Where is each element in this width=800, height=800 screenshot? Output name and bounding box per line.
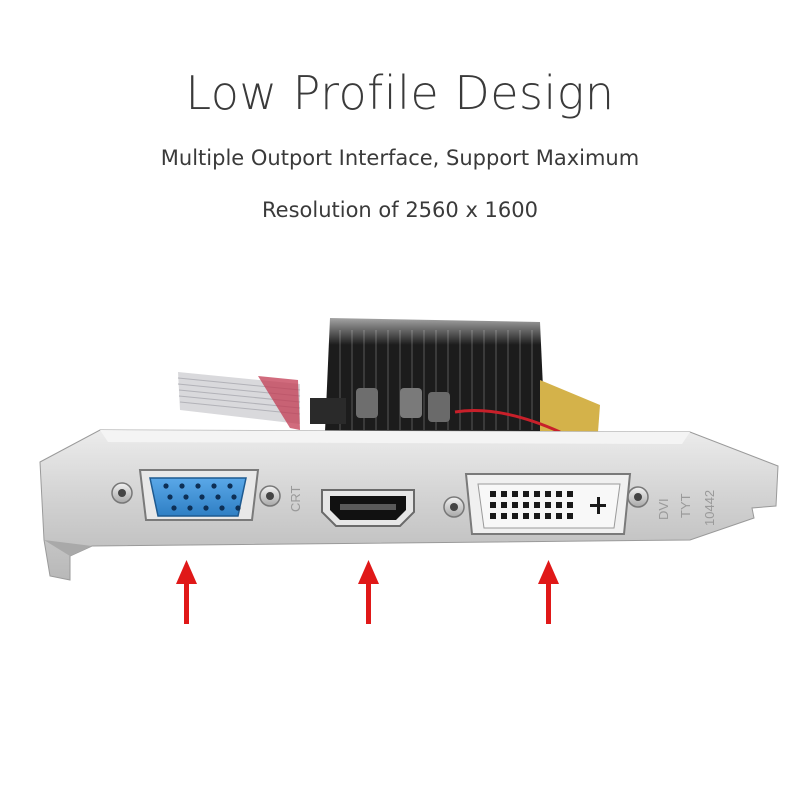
dvi-label: DVI bbox=[656, 498, 671, 520]
headline: Low Profile Design bbox=[185, 66, 615, 120]
red-arrow-icon bbox=[538, 560, 559, 624]
red-wire bbox=[454, 409, 561, 434]
subtitle-line-2: Resolution of 2560 x 1600 bbox=[262, 198, 538, 222]
red-arrow-icon bbox=[176, 560, 197, 624]
crt-label: CRT bbox=[288, 485, 303, 512]
tyt-label: TYT bbox=[678, 493, 693, 518]
dvi-port-icon bbox=[464, 473, 632, 535]
serial-label: 10442 bbox=[702, 490, 717, 526]
pcb-edge bbox=[540, 380, 600, 432]
capacitors bbox=[310, 388, 450, 424]
vga-port-icon bbox=[138, 469, 260, 521]
red-arrow-icon bbox=[358, 560, 379, 624]
heatsink bbox=[320, 300, 560, 432]
hdmi-port-icon bbox=[321, 489, 415, 527]
subtitle-line-1: Multiple Outport Interface, Support Maxi… bbox=[160, 146, 640, 170]
ribbon-cable bbox=[177, 372, 301, 430]
screw-icon bbox=[111, 482, 649, 518]
